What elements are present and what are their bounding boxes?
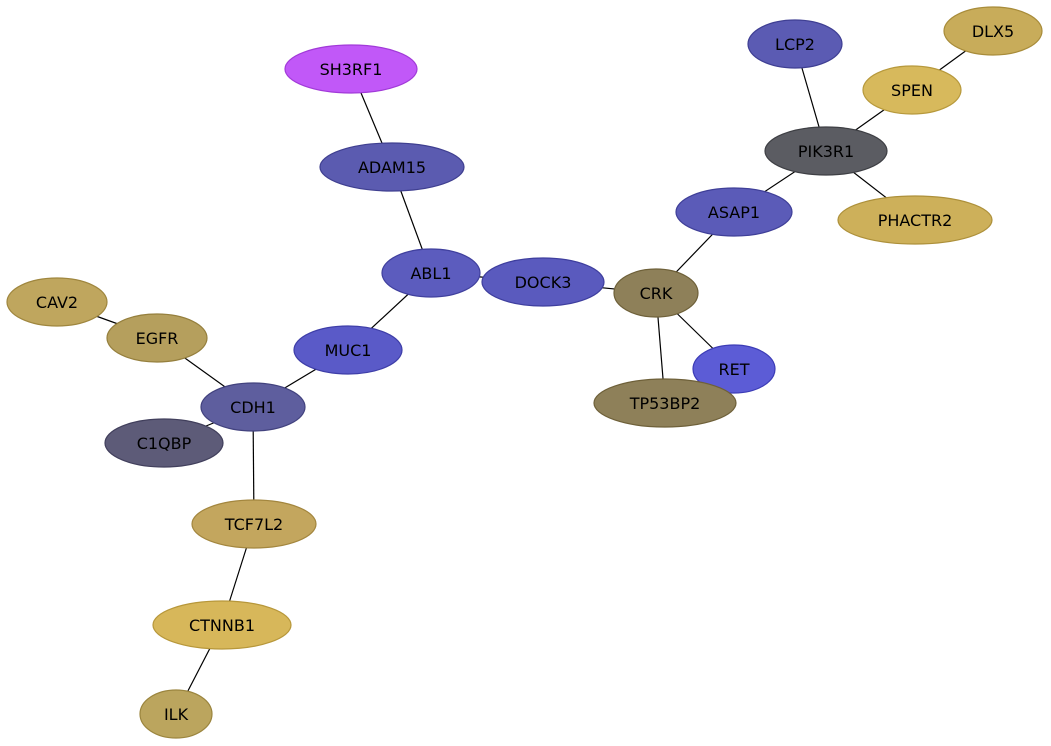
node-ellipse-abl1 [381, 248, 481, 298]
node-label-sh3rf1: SH3RF1 [320, 60, 383, 79]
node-label-abl1: ABL1 [410, 264, 451, 283]
node-abl1[interactable]: ABL1 [381, 248, 481, 298]
node-asap1[interactable]: ASAP1 [675, 187, 793, 237]
node-adam15[interactable]: ADAM15 [319, 142, 465, 192]
node-label-cav2: CAV2 [36, 293, 78, 312]
node-label-ilk: ILK [164, 705, 189, 724]
node-cav2[interactable]: CAV2 [6, 277, 108, 327]
node-ellipse-tp53bp2 [593, 378, 737, 428]
node-ellipse-lcp2 [747, 19, 843, 69]
node-label-crk: CRK [640, 284, 673, 303]
node-ellipse-dock3 [481, 257, 605, 307]
node-ellipse-crk [613, 268, 699, 318]
node-ellipse-c1qbp [104, 418, 224, 468]
node-c1qbp[interactable]: C1QBP [104, 418, 224, 468]
node-label-dlx5: DLX5 [972, 22, 1014, 41]
node-label-lcp2: LCP2 [775, 35, 815, 54]
node-ellipse-ilk [139, 689, 213, 739]
node-ellipse-ret [692, 344, 776, 394]
node-ellipse-pik3r1 [764, 126, 888, 176]
node-cdh1[interactable]: CDH1 [200, 382, 306, 432]
node-label-phactr2: PHACTR2 [878, 211, 953, 230]
node-label-pik3r1: PIK3R1 [798, 142, 854, 161]
node-crk[interactable]: CRK [613, 268, 699, 318]
node-label-ret: RET [719, 360, 750, 379]
node-ellipse-tcf7l2 [191, 499, 317, 549]
node-label-muc1: MUC1 [325, 341, 372, 360]
node-ellipse-cdh1 [200, 382, 306, 432]
node-sh3rf1[interactable]: SH3RF1 [284, 44, 418, 94]
node-ellipse-sh3rf1 [284, 44, 418, 94]
node-label-tcf7l2: TCF7L2 [224, 515, 283, 534]
node-ellipse-phactr2 [837, 195, 993, 245]
node-label-spen: SPEN [891, 81, 933, 100]
node-label-egfr: EGFR [136, 329, 179, 348]
node-tcf7l2[interactable]: TCF7L2 [191, 499, 317, 549]
node-ellipse-egfr [106, 313, 208, 363]
node-ellipse-spen [862, 65, 962, 115]
node-label-dock3: DOCK3 [515, 273, 572, 292]
node-ellipse-dlx5 [943, 6, 1043, 56]
node-label-c1qbp: C1QBP [137, 434, 192, 453]
node-dock3[interactable]: DOCK3 [481, 257, 605, 307]
node-label-tp53bp2: TP53BP2 [629, 394, 701, 413]
node-tp53bp2[interactable]: TP53BP2 [593, 378, 737, 428]
node-label-asap1: ASAP1 [708, 203, 760, 222]
node-label-ctnnb1: CTNNB1 [189, 616, 255, 635]
node-muc1[interactable]: MUC1 [293, 325, 403, 375]
node-ctnnb1[interactable]: CTNNB1 [152, 600, 292, 650]
node-ellipse-asap1 [675, 187, 793, 237]
node-phactr2[interactable]: PHACTR2 [837, 195, 993, 245]
node-ellipse-ctnnb1 [152, 600, 292, 650]
node-ilk[interactable]: ILK [139, 689, 213, 739]
node-ellipse-cav2 [6, 277, 108, 327]
node-spen[interactable]: SPEN [862, 65, 962, 115]
node-egfr[interactable]: EGFR [106, 313, 208, 363]
node-label-cdh1: CDH1 [230, 398, 276, 417]
node-ellipse-muc1 [293, 325, 403, 375]
node-ellipse-adam15 [319, 142, 465, 192]
node-label-adam15: ADAM15 [358, 158, 426, 177]
node-dlx5[interactable]: DLX5 [943, 6, 1043, 56]
node-pik3r1[interactable]: PIK3R1 [764, 126, 888, 176]
node-ret[interactable]: RET [692, 344, 776, 394]
node-lcp2[interactable]: LCP2 [747, 19, 843, 69]
